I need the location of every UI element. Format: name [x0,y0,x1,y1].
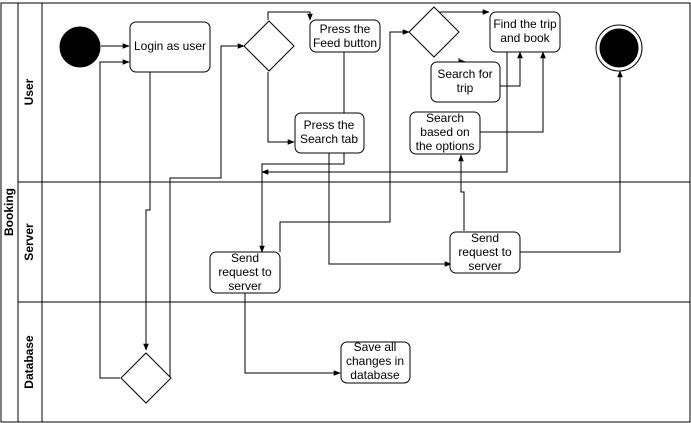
edge-search-tab-to-send-request-2 [328,153,452,267]
node-label-line: server [228,279,261,293]
edge-send-request-2-to-end [520,70,623,253]
edge-find-trip-to-send-request [261,52,508,175]
node-label-line: request to [218,265,272,279]
node-label-line: Find the trip [493,17,557,31]
node-label-line: based on [420,125,469,139]
edges [99,9,623,379]
node-label-line: server [468,259,501,273]
lane-label-user: User [22,78,36,105]
node-label-line: Press the [304,118,355,132]
node-label-line: request to [458,245,512,259]
node-label-line: changes in [346,354,404,368]
node-label-line: Send [471,231,499,245]
end-node-inner [599,28,639,68]
node-label-line: trip [457,81,474,95]
lane-label-database: Database [22,335,36,389]
node-label-line: Save all [354,340,397,354]
edge-send-request-to-save-db [244,293,341,376]
edge-feed-to-send-request [259,52,345,253]
edge-trip-decision-to-search-trip [458,58,467,65]
pool-title: Booking [2,188,16,236]
node-label-line: Login as user [134,39,206,53]
node-login: Login as user [129,21,211,73]
node-label-line: the options [416,139,475,153]
edge-decision-to-search-tab [267,72,295,145]
node-label-line: Search tab [300,132,358,146]
edge-send-request-2-to-search-options [458,154,465,231]
node-label-line: Send [231,251,259,265]
node-label-line: Search [426,111,464,125]
edge-search-options-to-find-trip [480,51,546,133]
node-label-line: database [350,368,400,382]
node-login-text: Login as user [134,39,206,53]
lane-label-server: Server [22,223,36,261]
start-node [59,26,101,68]
edge-db-decision-to-login [99,59,130,379]
edge-db-decision-to-user-decision [169,43,245,378]
node-label-line: and book [500,31,550,45]
decision-trip [408,6,460,58]
node-label-line: Feed button [313,36,377,50]
edge-decision-to-feed [267,11,313,21]
decision-database [120,352,172,404]
node-label-line: Press the [320,22,371,36]
edge-send-request-to-trip-decision [279,29,410,252]
decision-user [243,20,295,72]
node-label-line: Search for [437,67,492,81]
edge-login-to-db-decision [143,72,151,351]
edge-search-trip-to-find-trip [500,51,523,87]
